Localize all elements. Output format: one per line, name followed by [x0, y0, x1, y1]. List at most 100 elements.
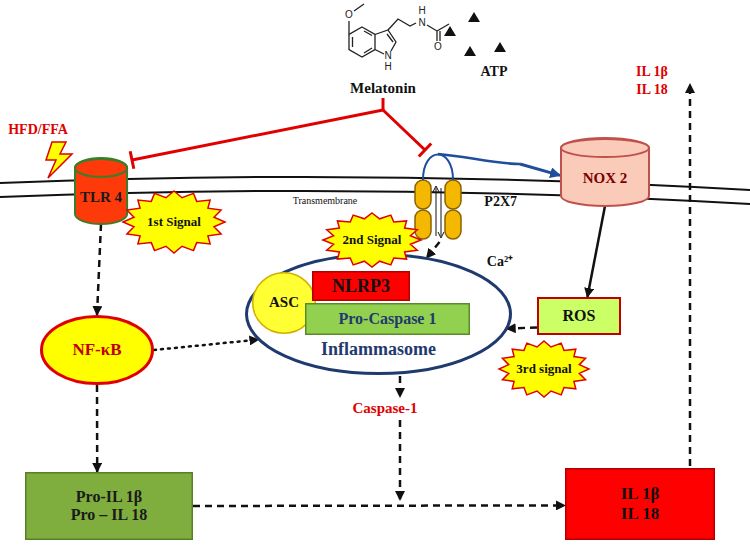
ros-box: ROS	[537, 297, 621, 335]
text-holder: NLRP3	[312, 271, 410, 301]
pathway-arrow	[96, 385, 99, 472]
figure-part	[75, 158, 127, 224]
channel-receptor: P2X7	[405, 142, 520, 242]
ligand-label: ATP	[481, 65, 508, 79]
receptor-cylinder: TLR 4	[74, 158, 128, 224]
figure-part	[433, 186, 444, 238]
lightning-bolt	[46, 142, 72, 178]
sensor-box: NLRP3	[312, 271, 410, 301]
figure-part	[313, 272, 410, 301]
figure-part	[130, 151, 134, 169]
node-label: IL 1β	[621, 484, 660, 504]
figure-part	[445, 180, 461, 209]
figure-part	[423, 155, 453, 181]
node-label: 2nd Signal	[343, 233, 402, 248]
ion-label: Ca²⁺	[487, 255, 513, 269]
figure-part	[438, 154, 520, 164]
figure-part	[464, 46, 476, 56]
pathway-arrow	[587, 206, 605, 297]
figure-part	[415, 180, 431, 209]
figure-part	[415, 210, 431, 239]
node-label: NF-κB	[72, 340, 121, 360]
node-label: IL 18	[621, 504, 659, 524]
stimulus-label: HFD/FFA	[8, 123, 68, 137]
atom-label: O	[434, 42, 442, 52]
pathway-arrow	[154, 340, 258, 350]
signal-starburst: 3rd signal	[498, 340, 590, 398]
figure-part	[349, 27, 375, 57]
complex-ellipse: Inflammasome ASC NLRP3Pro-Caspase 1	[245, 253, 512, 375]
figure-part	[566, 469, 715, 540]
enzyme-cylinder: NOX 2	[560, 138, 650, 206]
drug-label: Melatonin	[350, 81, 416, 96]
inhibition-lines	[130, 98, 431, 169]
enzyme-box: Pro-Caspase 1	[305, 303, 470, 335]
atom-label: O	[345, 10, 353, 20]
figure-part	[75, 159, 127, 177]
cytokine-box: IL 1βIL 18	[565, 468, 715, 540]
node-label: Pro – IL 18	[71, 506, 148, 524]
figure-part	[419, 144, 431, 157]
figure-part	[444, 26, 456, 36]
text-holder: Pro-IL 1βPro – IL 18	[25, 472, 193, 540]
figure-part	[399, 376, 402, 397]
text-holder: NF-κB	[40, 315, 154, 385]
figure-part	[494, 42, 506, 52]
pathway-arrow	[520, 164, 560, 175]
figure-part	[353, 31, 373, 53]
text-holder: P2X7	[405, 142, 520, 242]
node-label: 3rd signal	[516, 362, 571, 377]
text-holder: 1st Signal	[122, 190, 226, 254]
text-holder: Pro-Caspase 1	[305, 303, 470, 335]
figure-part	[383, 110, 425, 150]
enzyme-label: Caspase-1	[352, 401, 417, 416]
signal-starburst: 1st Signal	[122, 190, 226, 254]
figure-part	[561, 139, 649, 157]
node-outline	[405, 142, 520, 242]
figure-part	[132, 98, 383, 160]
atp-molecules	[444, 12, 506, 56]
text-holder: NOX 2	[560, 138, 650, 206]
atom-label: N	[384, 51, 391, 61]
figure-part	[499, 341, 589, 397]
figure-part	[399, 420, 402, 500]
figure-part	[468, 12, 480, 22]
pathway-arrow	[193, 504, 565, 507]
figure-part	[561, 138, 649, 206]
membrane-label: Transmembrane	[293, 196, 358, 206]
signal-starburst: 2nd Signal	[322, 212, 422, 268]
precursor-box: Pro-IL 1βPro – IL 18	[25, 472, 193, 540]
figure-part	[42, 317, 153, 384]
pathway-arrow	[427, 242, 440, 258]
node-label: NLRP3	[332, 276, 390, 297]
figure-part	[247, 255, 511, 374]
node-label: Pro-IL 1β	[76, 488, 142, 506]
figure-part	[323, 213, 421, 267]
node-label: ROS	[563, 307, 596, 325]
atom-label: H	[384, 62, 391, 72]
figure-part	[388, 19, 449, 41]
pathway-arrow	[507, 327, 537, 328]
figure-part	[306, 304, 470, 335]
cytokine-label: IL 1β	[636, 65, 668, 79]
figure-part	[26, 473, 193, 540]
figure-part	[538, 298, 620, 334]
text-holder: IL 1βIL 18	[565, 468, 715, 540]
node-label: Pro-Caspase 1	[339, 310, 437, 328]
node-label: ASC	[269, 294, 299, 311]
figure-part	[689, 84, 692, 466]
text-holder: 3rd signal	[498, 340, 590, 398]
pathway-arrow	[97, 224, 101, 315]
node-label: NOX 2	[583, 170, 628, 187]
atom-label: H	[418, 6, 425, 16]
node-label: Inflammasome	[321, 339, 436, 360]
atom-label: N	[418, 18, 425, 28]
transcription-ellipse: NF-κB	[40, 315, 154, 385]
text-holder: 2nd Signal	[322, 212, 422, 268]
text-holder: ROS	[537, 297, 621, 335]
node-label: 1st Signal	[147, 215, 201, 230]
figure-part	[445, 210, 461, 239]
node-label: P2X7	[484, 194, 517, 210]
